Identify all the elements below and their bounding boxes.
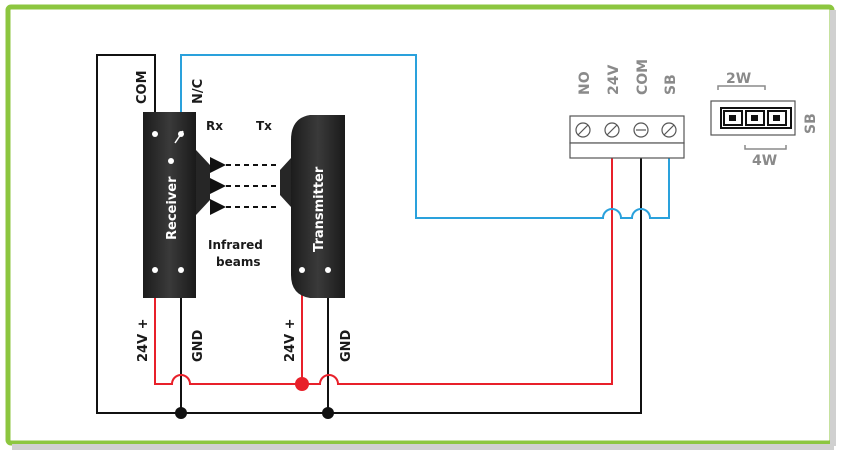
terminal-screw-sb-slot (663, 124, 675, 136)
receiver-label: Receiver (165, 176, 180, 240)
terminal-block: NO 24V COM SB (569, 59, 685, 159)
frame-shadow-bottom (12, 444, 834, 450)
transmitter-label: Transmitter (312, 166, 327, 252)
jumper-label-4w: 4W (752, 153, 777, 169)
receiver-terminal-24v (152, 267, 158, 273)
jumper-label-2w: 2W (726, 71, 751, 87)
receiver-led (168, 158, 174, 164)
infrared-beam-arrows (210, 157, 276, 215)
label-nc: N/C (191, 79, 206, 104)
com-wire (96, 54, 642, 414)
gnd-junction-transmitter (322, 407, 334, 419)
label-infrared: Infrared (208, 238, 263, 252)
24v-junction (295, 377, 309, 391)
jumper-label-sb: SB (803, 113, 819, 134)
terminal-label-24v: 24V (606, 65, 622, 95)
frame-shadow-right (830, 10, 836, 446)
receiver-device: Receiver (143, 112, 210, 298)
jumper-pin-1-core (729, 115, 736, 121)
label-com: COM (135, 70, 150, 104)
terminal-screw-24v-slot (606, 124, 618, 136)
transmitter-lens (280, 158, 291, 207)
transmitter-terminal-gnd (325, 267, 331, 273)
terminal-label-sb: SB (663, 74, 679, 95)
gnd-junction-receiver (175, 407, 187, 419)
terminal-label-com: COM (635, 59, 651, 95)
terminal-block-base (569, 142, 685, 159)
jumper-pin-3-core (773, 115, 780, 121)
transmitter-device: Transmitter (280, 115, 345, 298)
jumper-bracket-4w (744, 145, 787, 150)
jumper-selector: 2W 4W SB (710, 71, 819, 169)
receiver-lens (196, 150, 210, 215)
terminal-screw-no-slot (577, 124, 589, 136)
label-rx: Rx (206, 119, 223, 133)
label-receiver-gnd: GND (191, 329, 206, 362)
label-receiver-24v: 24V + (136, 318, 151, 362)
label-transmitter-24v: 24V + (283, 318, 298, 362)
receiver-terminal-com (152, 131, 158, 137)
label-transmitter-gnd: GND (339, 329, 354, 362)
jumper-bracket-2w (717, 85, 766, 90)
relay-contact (174, 130, 184, 144)
label-tx: Tx (256, 119, 272, 133)
label-beams: beams (216, 255, 260, 269)
receiver-terminal-gnd (178, 267, 184, 273)
transmitter-body (291, 115, 345, 298)
jumper-pin-2-core (751, 115, 758, 121)
nc-wire (180, 54, 670, 219)
terminal-label-no: NO (577, 71, 593, 95)
transmitter-terminal-24v (299, 267, 305, 273)
receiver-body (143, 112, 196, 298)
